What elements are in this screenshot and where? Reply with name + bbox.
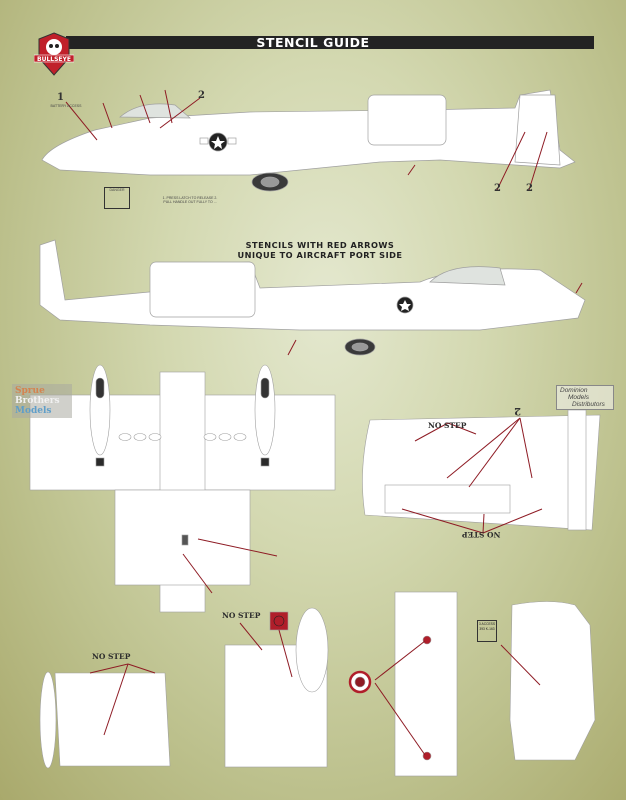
tail-detail-view xyxy=(39,671,171,769)
aircraft-port-view xyxy=(39,239,586,356)
wing-detail-view xyxy=(362,409,601,531)
bullseye-shield-icon: BULLSEYE xyxy=(34,32,74,76)
engine-detail-view xyxy=(509,601,596,761)
engine-data-plate: 3 ACCESS 393 K-163 xyxy=(477,620,497,642)
no-step-label-nacelle: NO STEP xyxy=(222,611,261,620)
dmd-line-2: Models xyxy=(568,394,589,401)
dmd-line-3: Distributors xyxy=(572,401,605,408)
port-side-note: STENCILS WITH RED ARROWS UNIQUE TO AIRCR… xyxy=(150,240,490,260)
bullseye-logo: BULLSEYE xyxy=(34,32,74,76)
leader-arrows xyxy=(65,89,583,756)
danger-placard: DANGER xyxy=(104,187,130,209)
no-step-label-tail: NO STEP xyxy=(92,652,131,661)
aircraft-top-view xyxy=(29,364,336,613)
wing-callout-2: 2 xyxy=(514,405,521,416)
page-title: STENCIL GUIDE xyxy=(256,35,370,50)
watermark-line-2: Brothers xyxy=(15,396,60,406)
callout-number-1: 1 xyxy=(57,92,64,103)
aircraft-starboard-view xyxy=(41,89,576,192)
battery-access-label: BATTERY ACCESS xyxy=(50,104,82,108)
watermark-line-1: Sprue xyxy=(15,386,45,396)
title-banner xyxy=(66,36,594,49)
port-side-note-line2: UNIQUE TO AIRCRAFT PORT SIDE xyxy=(237,250,403,260)
callout-number-2: 2 xyxy=(198,90,205,101)
pylon-detail-view xyxy=(348,591,458,777)
sprue-brothers-watermark: Sprue Brothers Models xyxy=(12,384,72,418)
red-roundel-stencil xyxy=(269,611,289,631)
dmd-line-1: Dominion xyxy=(560,387,588,394)
port-side-note-line1: STENCILS WITH RED ARROWS xyxy=(245,240,395,250)
no-step-label-wing-inverted: NO STEP xyxy=(462,530,501,539)
tail-callout-2a: 2 xyxy=(494,183,501,194)
dominion-models-watermark: Dominion Models Distributors xyxy=(556,385,614,410)
watermark-line-3: Models xyxy=(15,406,52,416)
nacelle-panel-view xyxy=(224,607,329,768)
tail-callout-2b: 2 xyxy=(526,183,533,194)
access-instructions-stencil: 1. PRESS LATCH TO RELEASE 2. PULL HANDLE… xyxy=(162,196,218,204)
no-step-label-wing-top: NO STEP xyxy=(428,421,467,430)
brand-text: BULLSEYE xyxy=(37,56,71,63)
